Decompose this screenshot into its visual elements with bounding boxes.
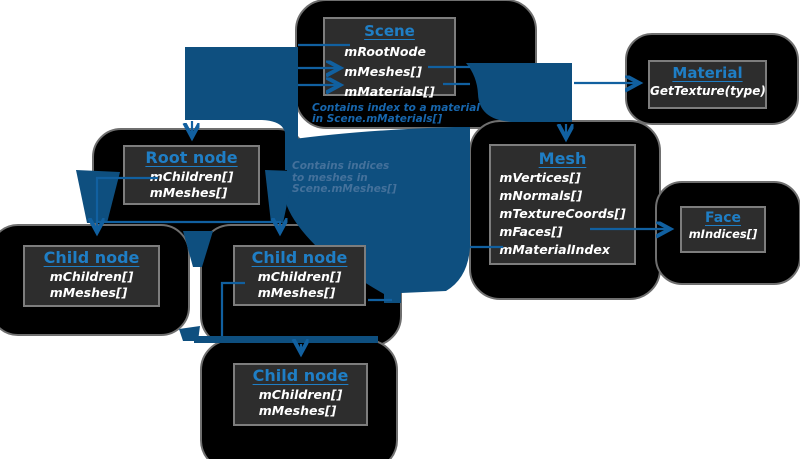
blue-wedge-above-band	[179, 326, 200, 341]
child-node-title: Child node	[251, 248, 348, 267]
field-mmeshes: mMeshes[]	[258, 402, 337, 418]
field-mmeshes: mMeshes[]	[257, 284, 336, 300]
child-node-box: Child node mChildren[] mMeshes[]	[23, 245, 160, 307]
child-node-title: Child node	[252, 366, 349, 385]
scene-fields: mRootNode mMeshes[] mMaterials[]	[344, 42, 434, 102]
field-mmaterialindex: mMaterialIndex	[499, 242, 610, 257]
field-mrootnode: mRootNode	[344, 44, 426, 59]
root-node-box: Root node mChildren[] mMeshes[]	[123, 145, 260, 205]
field-mchildren: mChildren[]	[257, 269, 342, 284]
material-class-box: Material GetTexture(type)	[648, 60, 767, 109]
material-fields: GetTexture(type)	[650, 83, 766, 99]
field-mmeshes: mMeshes[]	[344, 64, 422, 79]
root-node-title: Root node	[145, 148, 238, 167]
child-node-title: Child node	[43, 248, 140, 267]
material-index-note: Contains index to a material in Scene.mM…	[312, 102, 480, 125]
child-node-fields: mChildren[] mMeshes[]	[259, 387, 343, 418]
root-node-fields: mChildren[] mMeshes[]	[150, 169, 234, 200]
arrow-root-to-child2	[97, 222, 280, 230]
child-node-fields: mChildren[] mMeshes[]	[50, 269, 134, 300]
mesh-title: Mesh	[538, 149, 587, 168]
field-mchildren: mChildren[]	[149, 169, 234, 184]
field-mmeshes: mMeshes[]	[49, 284, 128, 300]
blue-connector-arm-to-material	[466, 63, 572, 122]
child-node-box: Child node mChildren[] mMeshes[]	[233, 363, 368, 426]
blue-funnel-right-of-root	[265, 170, 294, 223]
field-mmeshes: mMeshes[]	[149, 184, 228, 200]
field-mvertices: mVertices[]	[499, 170, 581, 185]
field-mchildren: mChildren[]	[258, 387, 343, 402]
face-class-box: Face mIndices[]	[680, 206, 766, 253]
mesh-fields: mVertices[] mNormals[] mTextureCoords[] …	[499, 169, 625, 259]
face-fields: mIndices[]	[689, 227, 758, 241]
face-title: Face	[705, 210, 741, 226]
scene-title: Scene	[364, 22, 415, 40]
child-node-fields: mChildren[] mMeshes[]	[258, 269, 342, 300]
field-mtexturecoords: mTextureCoords[]	[499, 206, 626, 221]
blue-band-to-child3	[194, 336, 378, 343]
blue-wedge-between-children	[183, 231, 213, 267]
mesh-class-box: Mesh mVertices[] mNormals[] mTextureCoor…	[489, 144, 636, 265]
field-mmaterials: mMaterials[]	[344, 84, 435, 99]
mesh-indices-note: Contains indices to meshes in Scene.mMes…	[292, 160, 397, 195]
scene-class-box: Scene mRootNode mMeshes[] mMaterials[]	[323, 17, 456, 99]
child-node-box: Child node mChildren[] mMeshes[]	[233, 245, 366, 306]
field-gettexture: GetTexture(type)	[650, 84, 766, 98]
field-mindices: mIndices[]	[688, 227, 758, 241]
field-mnormals: mNormals[]	[499, 188, 583, 203]
field-mfaces: mFaces[]	[499, 224, 563, 239]
material-title: Material	[672, 64, 743, 82]
blue-funnel-left-of-root	[76, 170, 120, 223]
field-mchildren: mChildren[]	[49, 269, 134, 284]
